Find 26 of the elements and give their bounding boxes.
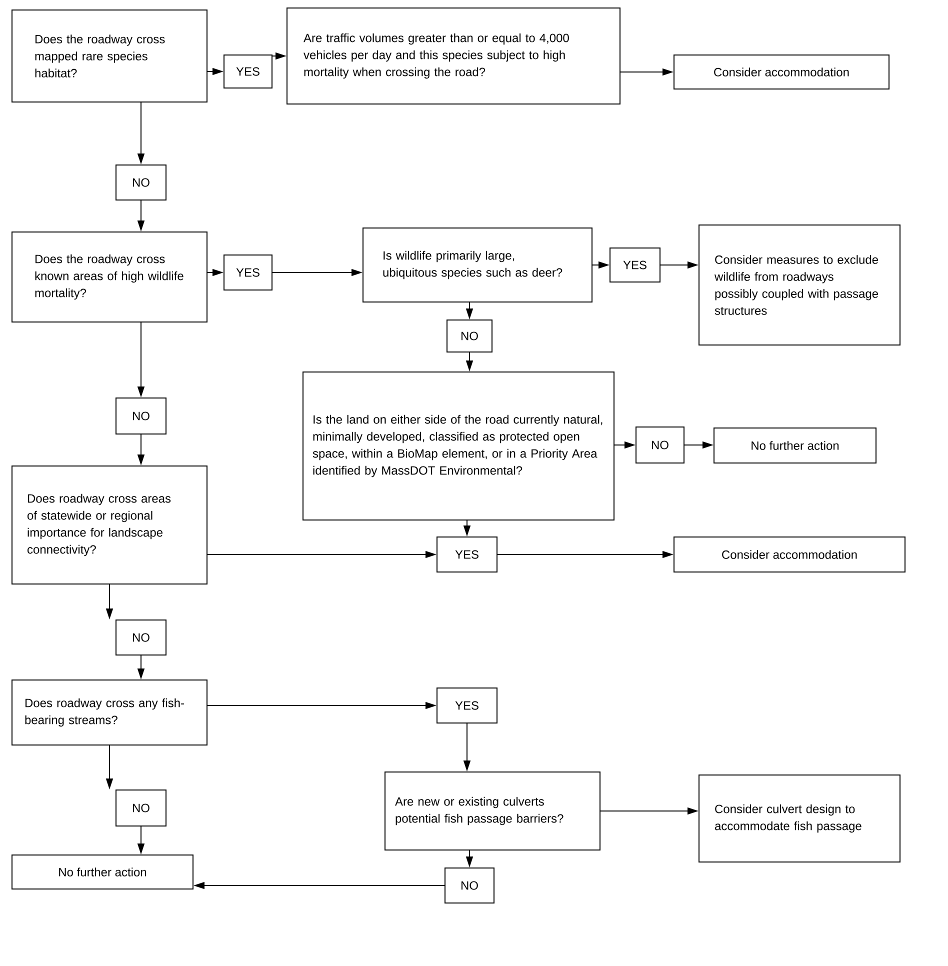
- process-box: YES: [436, 688, 498, 724]
- process-box: Consider accommodation: [674, 54, 890, 90]
- decision-box: Consider culvert design to accommodate fish passage: [698, 774, 900, 862]
- process-box: YES: [224, 54, 272, 88]
- process-box: NO: [636, 426, 684, 464]
- process-box: NO: [444, 868, 494, 904]
- process-box: YES: [610, 248, 660, 282]
- decision-box: Is wildlife primarily large, ubiquitous species such as deer?: [362, 228, 592, 302]
- decision-box: Does the roadway cross known areas of high wildlife mortality?: [12, 232, 208, 322]
- process-box: YES: [224, 254, 272, 290]
- decision-box: Are traffic volumes greater than or equal to 4,000 vehicles per day and this species subject to high mortality when crossing the road?: [286, 8, 620, 104]
- process-box: YES: [436, 536, 498, 572]
- decision-box: Is the land on either side of the road currently natural, minimally developed, classified as protected open space, within a BioMap element, or in a Priority Area identified by MassDOT Environmental?: [302, 372, 614, 520]
- process-box: No further action: [12, 854, 194, 890]
- process-box: NO: [116, 790, 166, 826]
- process-box: Consider accommodation: [674, 536, 906, 572]
- process-box: NO: [116, 398, 166, 434]
- decision-box: Does roadway cross any fish-bearing streams?: [12, 680, 208, 746]
- process-box: NO: [116, 164, 166, 200]
- process-box: NO: [446, 320, 492, 352]
- decision-box: Are new or existing culverts potential fish passage barriers?: [384, 772, 600, 850]
- process-box: NO: [116, 620, 166, 656]
- process-box: No further action: [714, 428, 876, 464]
- decision-box: Consider measures to exclude wildlife from roadways possibly coupled with passage structures: [698, 224, 900, 346]
- decision-box: Does the roadway cross mapped rare species habitat?: [12, 10, 208, 102]
- decision-box: Does roadway cross areas of statewide or regional importance for landscape connectivity?: [12, 466, 208, 584]
